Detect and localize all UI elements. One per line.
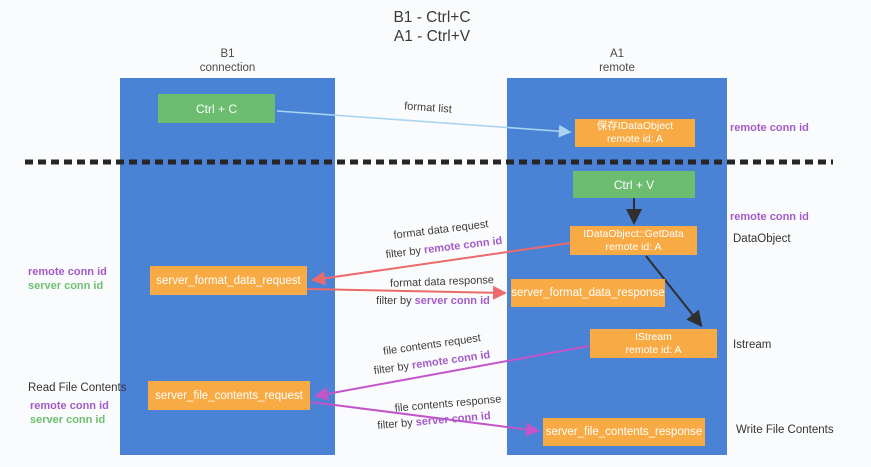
diagram-title: B1 - Ctrl+C A1 - Ctrl+V	[282, 8, 582, 46]
left-read-file-contents-label: Read File Contents	[28, 382, 127, 394]
label-filter-by-server-conn-id-1: filter by server conn id	[376, 295, 490, 307]
right-istream-label: Istream	[733, 339, 772, 351]
title-line-1: B1 - Ctrl+C	[393, 9, 471, 26]
istream-line2: remote id: A	[625, 343, 682, 356]
getdata-line2: remote id: A	[605, 240, 662, 253]
server-format-data-response-label: server_format_data_response	[511, 287, 665, 299]
box-istream: IStream remote id: A	[590, 329, 717, 358]
box-ctrl-c: Ctrl + C	[158, 94, 275, 123]
save-idataobject-line2: remote id: A	[606, 133, 664, 145]
filter-by-text: filter by	[376, 295, 415, 307]
left-remote-conn-id-1: remote conn id	[28, 266, 107, 278]
left-remote-conn-id-2: remote conn id	[30, 400, 109, 412]
box-server-file-contents-response: server_file_contents_response	[543, 418, 705, 446]
save-idataobject-line1: 保存IDataObject	[596, 120, 674, 132]
ctrl-v-label: Ctrl + V	[613, 177, 655, 192]
right-dataobject-label: DataObject	[733, 233, 791, 245]
lane-b1-name: B1	[220, 48, 235, 60]
box-save-idataobject: 保存IDataObject remote id: A	[575, 119, 695, 147]
istream-line1: IStream	[635, 330, 672, 343]
getdata-line1: IDataObject::GetData	[583, 227, 684, 240]
lane-b1-role: connection	[199, 62, 256, 74]
arrow-file-contents-request	[314, 345, 590, 401]
box-ctrl-v: Ctrl + V	[573, 171, 695, 198]
right-remote-conn-id-top: remote conn id	[730, 122, 809, 134]
lane-a1-name: A1	[609, 48, 625, 60]
arrow-format-list	[276, 110, 572, 138]
arrow-file-contents-response	[310, 401, 540, 437]
box-idataobject-getdata: IDataObject::GetData remote id: A	[570, 226, 697, 255]
arrow-getdata-to-istream	[645, 255, 703, 328]
box-server-format-data-response: server_format_data_response	[511, 279, 665, 307]
right-remote-conn-id-mid: remote conn id	[730, 211, 809, 223]
box-server-file-contents-request: server_file_contents_request	[148, 381, 310, 410]
server-conn-id-text: server conn id	[414, 295, 490, 307]
lane-a1-role: remote	[599, 62, 635, 74]
title-line-2: A1 - Ctrl+V	[393, 28, 471, 45]
box-server-format-data-request: server_format_data_request	[150, 266, 307, 295]
lane-header-a1: A1 remote	[507, 47, 727, 75]
server-file-contents-request-label: server_file_contents_request	[155, 389, 303, 402]
ctrl-c-label: Ctrl + C	[195, 101, 237, 116]
left-server-conn-id-2: server conn id	[30, 414, 106, 426]
arrow-format-data-response	[306, 285, 507, 300]
right-write-file-contents-label: Write File Contents	[736, 424, 834, 436]
lane-header-b1: B1 connection	[120, 47, 335, 75]
arrow-format-data-request	[311, 242, 571, 286]
server-format-data-request-label: server_format_data_request	[156, 274, 301, 287]
left-server-conn-id-1: server conn id	[28, 280, 104, 292]
server-file-contents-response-label: server_file_contents_response	[545, 426, 703, 438]
